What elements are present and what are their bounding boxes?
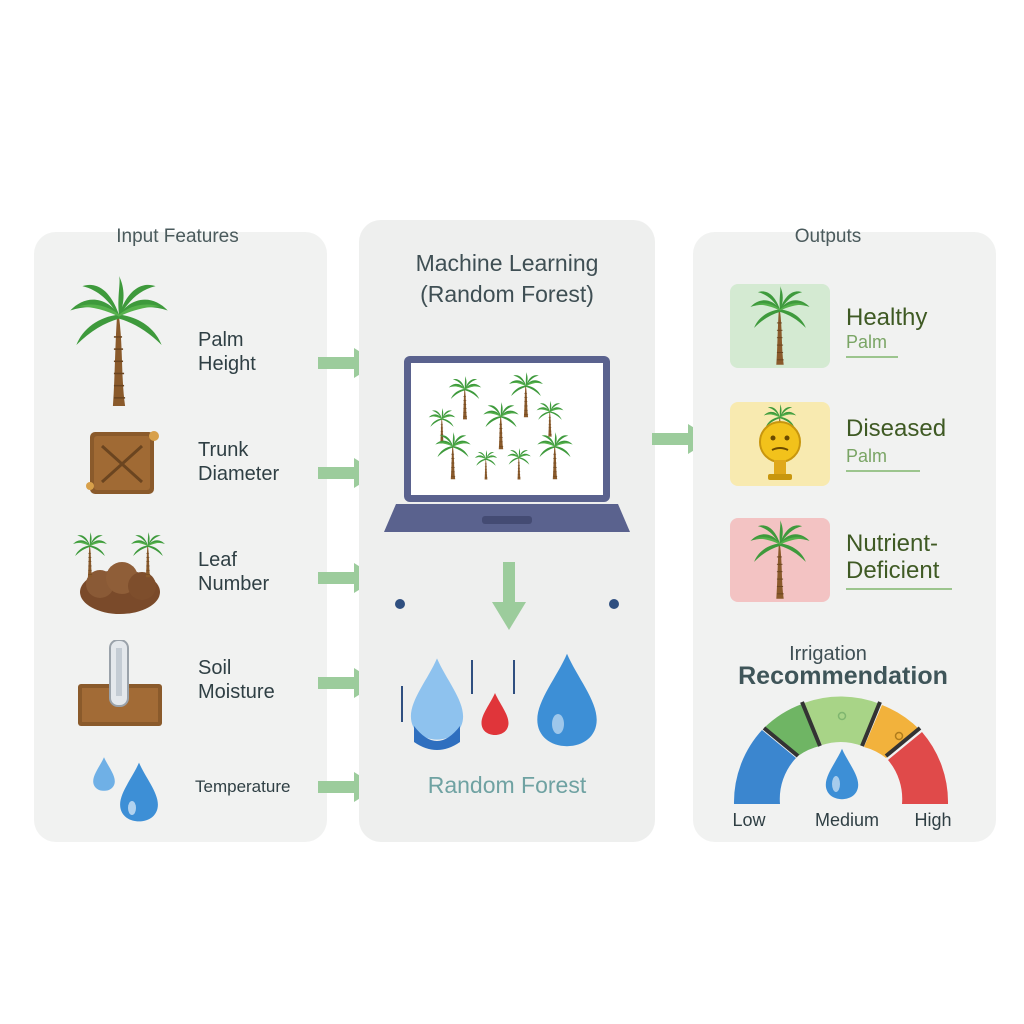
output-label-nutrient-deficient: Nutrient- Deficient (846, 530, 939, 584)
output-label-line: Nutrient- (846, 530, 939, 557)
feature-line: Soil (198, 657, 232, 679)
feature-label-temperature: Temperature (195, 775, 290, 799)
output-label-line: Deficient (846, 557, 940, 584)
feature-line: Temperature (195, 777, 291, 796)
output-sub-diseased: Palm (846, 446, 888, 466)
output-sub-healthy: Palm (846, 332, 888, 352)
feature-line: Height (198, 353, 256, 375)
feature-line: Leaf (198, 549, 237, 571)
model-title: Machine Learning (Random Forest) (380, 248, 634, 310)
output-underline (846, 356, 898, 358)
feature-label-leaf-number: Leaf Number (198, 548, 269, 596)
output-underline (846, 470, 920, 472)
model-caption: Random Forest (427, 772, 587, 798)
output-label-diseased: Diseased (846, 415, 947, 442)
feature-label-trunk-diameter: Trunk Diameter (198, 438, 279, 486)
output-label-healthy: Healthy (846, 304, 928, 331)
irrigation-title-line1: Irrigation (789, 643, 867, 665)
gauge-label-low: Low (732, 810, 766, 830)
leaf-cluster-icon (72, 532, 166, 614)
feature-label-palm-height: Palm Height (198, 328, 256, 376)
outputs-heading: Outputs (794, 226, 862, 247)
nutrient-deficient-tile (730, 518, 830, 602)
model-title-line: Machine Learning (415, 250, 599, 276)
input-features-heading: Input Features (116, 226, 239, 247)
down-arrow-icon (492, 562, 526, 630)
water-drops-icon (93, 757, 158, 822)
healthy-palm-tile (730, 284, 830, 368)
irrigation-title-line2: Recommendation (738, 662, 948, 690)
irrigation-gauge (733, 696, 949, 804)
palm-tree-icon (747, 520, 813, 600)
gauge-label-high: High (914, 810, 952, 830)
feature-line: Trunk (198, 439, 249, 461)
diseased-palm-icon (759, 404, 801, 480)
gauge-label-medium: Medium (814, 810, 880, 830)
feature-label-soil-moisture: Soil Moisture (198, 656, 275, 704)
feature-line: Diameter (198, 463, 280, 485)
palm-tree-icon (747, 286, 813, 366)
feature-line: Number (198, 573, 270, 595)
palm-tree-icon (66, 276, 172, 408)
feature-line: Palm (198, 329, 244, 351)
dot-icon (609, 599, 619, 609)
dot-icon (395, 599, 405, 609)
feature-line: Moisture (198, 681, 275, 703)
forest-icon (428, 372, 574, 480)
diseased-palm-tile (730, 402, 830, 486)
soil-probe-icon (78, 640, 162, 726)
model-title-line: (Random Forest) (420, 281, 594, 307)
output-underline (846, 588, 952, 590)
laptop-icon (384, 356, 630, 532)
water-drops-icon (401, 653, 597, 750)
trunk-block-icon (86, 431, 159, 494)
